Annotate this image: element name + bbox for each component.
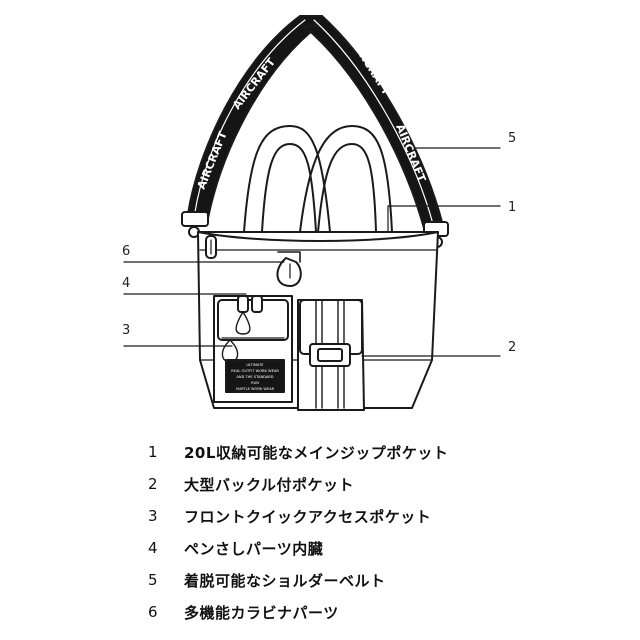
legend-number: 2: [148, 475, 158, 493]
legend-label: フロントクイックアクセスポケット: [184, 507, 432, 526]
patch-line: HURTLE WORK WEAR: [236, 387, 275, 391]
legend-item: 2 大型バックル付ポケット: [148, 468, 608, 500]
legend-number: 1: [148, 443, 158, 461]
legend-label: 着脱可能なショルダーベルト: [184, 571, 386, 590]
callout-1: 1: [508, 200, 516, 215]
patch-line: RUN: [251, 381, 259, 385]
legend-number: 5: [148, 571, 158, 589]
patch-line: ULTIMATE: [246, 363, 264, 367]
legend-item: 5 着脱可能なショルダーベルト: [148, 564, 608, 596]
large-buckle-pocket: [297, 299, 365, 411]
feature-legend: 1 20L収納可能なメインジップポケット 2 大型バックル付ポケット 3 フロン…: [148, 436, 608, 628]
callout-3: 3: [122, 323, 130, 338]
patch-line: AND THE STANDARD: [236, 375, 273, 379]
patch-line: REAL OUTFIT WORK WEAR: [231, 369, 279, 373]
carabiner-part: [276, 251, 302, 287]
legend-label: 大型バックル付ポケット: [184, 475, 355, 494]
legend-item: 3 フロントクイックアクセスポケット: [148, 500, 608, 532]
legend-label: ペンさしパーツ内臓: [184, 539, 324, 558]
callout-6: 6: [122, 244, 130, 259]
tote-handles: [243, 125, 393, 233]
leader-lines: [123, 147, 501, 357]
patch-text: ULTIMATE REAL OUTFIT WORK WEAR AND THE S…: [231, 363, 279, 391]
legend-item: 4 ペンさしパーツ内臓: [148, 532, 608, 564]
legend-item: 1 20L収納可能なメインジップポケット: [148, 436, 608, 468]
front-quick-access-pocket: [213, 295, 293, 403]
legend-item: 6 多機能カラビナパーツ: [148, 596, 608, 628]
callout-5: 5: [508, 131, 516, 146]
legend-label: 多機能カラビナパーツ: [184, 603, 339, 622]
shoulder-strap: [181, 15, 449, 248]
callout-4: 4: [122, 276, 130, 291]
bag-diagram: AIRCRAFT AIRCRAFT AIRCRAFT AIRCRAFT ULTI…: [122, 15, 516, 411]
legend-number: 4: [148, 539, 158, 557]
legend-number: 6: [148, 603, 158, 621]
legend-label: 20L収納可能なメインジップポケット: [184, 443, 449, 462]
legend-number: 3: [148, 507, 158, 525]
callout-2: 2: [508, 340, 516, 355]
